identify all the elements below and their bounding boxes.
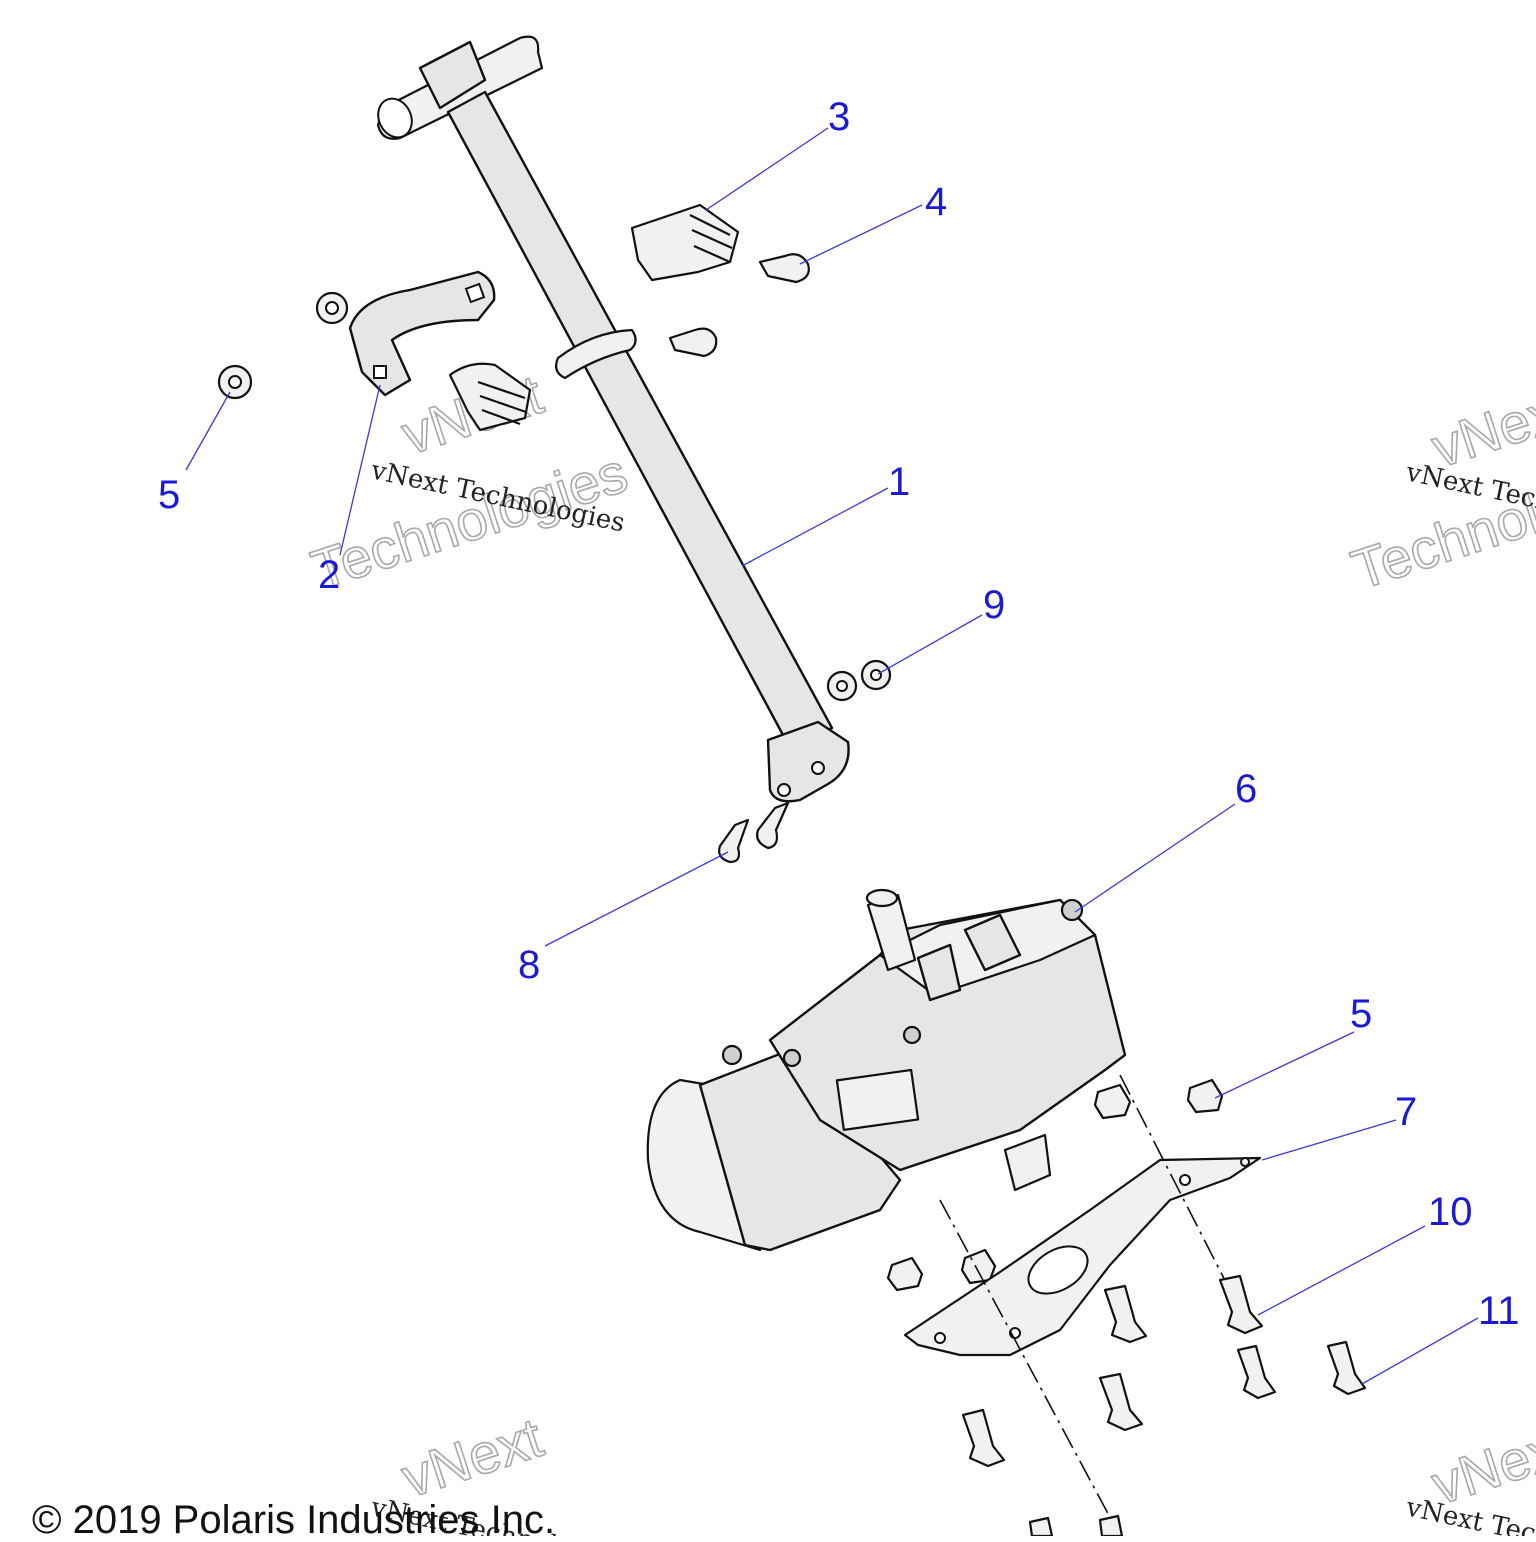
callout-11: 11	[1478, 1289, 1520, 1333]
flange-nut	[1093, 1083, 1132, 1120]
clamp-slot	[373, 365, 387, 379]
housing-bolt	[1060, 898, 1084, 922]
eps-output-shaft	[1003, 1133, 1052, 1192]
eps-connector	[916, 943, 962, 1002]
column-bottom-clamp	[766, 720, 850, 803]
watermark-outline-text: vNext	[394, 1405, 550, 1509]
centerline	[939, 1199, 1121, 1536]
leader-line-10	[1257, 1225, 1426, 1316]
callout-7: 7	[1395, 1090, 1417, 1134]
bolts-lower	[961, 1274, 1367, 1536]
leader-line-5b	[1214, 1031, 1355, 1099]
leader-line-7	[1261, 1119, 1397, 1161]
leader-line-1	[741, 487, 889, 567]
clamp-body	[348, 270, 496, 397]
centerline	[1119, 1074, 1236, 1301]
callout-3: 3	[828, 95, 850, 139]
callout-5-top: 5	[158, 473, 180, 517]
bolt	[1236, 1344, 1277, 1400]
steering-column	[376, 35, 850, 803]
housing-bolt	[782, 1048, 802, 1068]
bolts-upper	[718, 801, 790, 864]
copyright-notice: © 2019 Polaris Industries Inc.	[32, 1498, 556, 1542]
bolt	[1098, 1514, 1124, 1536]
leader-line-3	[705, 127, 829, 211]
flange-nut	[886, 1256, 924, 1292]
plate-hole	[1240, 1157, 1250, 1167]
pin-lower	[668, 327, 718, 358]
pin-upper	[758, 253, 810, 284]
bolt	[1028, 1516, 1054, 1536]
callout-numbers: 1 2 3 4 5 5 6 7 8 9 10 11	[158, 95, 1520, 1333]
callout-5-right: 5	[1350, 992, 1372, 1036]
clamp-slot	[464, 282, 486, 304]
bolt	[961, 1408, 1006, 1468]
pins	[668, 253, 810, 358]
bolt-10	[1218, 1274, 1264, 1335]
flange-nut	[1186, 1078, 1224, 1114]
cross-tube-end	[377, 97, 413, 139]
washer-hole	[870, 669, 882, 681]
callout-10: 10	[1428, 1190, 1473, 1234]
bolt	[718, 818, 750, 864]
bolt	[756, 801, 790, 850]
nut-hole	[228, 375, 242, 389]
plate-hole	[1179, 1174, 1191, 1186]
callout-1: 1	[888, 460, 910, 504]
clamp-hole	[811, 761, 825, 775]
leader-line-4	[799, 204, 923, 265]
plate-center-hole	[1027, 1245, 1089, 1295]
bearing-halves	[448, 203, 740, 432]
eps-connector	[963, 913, 1022, 972]
bearing-ribs	[689, 214, 733, 264]
leader-line-9	[877, 614, 983, 675]
washers	[826, 659, 892, 702]
leader-line-8	[544, 851, 729, 947]
bolt	[1103, 1284, 1148, 1344]
column-collar	[555, 328, 637, 380]
bolt-11	[1326, 1340, 1367, 1396]
eps-gearbox	[646, 888, 1127, 1252]
leader-line-11	[1361, 1317, 1479, 1385]
leader-line-2	[339, 384, 381, 556]
eps-label-plate	[835, 1068, 920, 1132]
bearing-ribs	[477, 380, 527, 426]
callout-2: 2	[318, 553, 340, 597]
callout-9: 9	[983, 583, 1005, 627]
housing-bolt	[902, 1025, 922, 1045]
column-yoke	[418, 40, 487, 110]
washer-hole	[836, 680, 848, 692]
bearing-half-lower	[448, 362, 532, 432]
clamp-hole	[777, 783, 791, 797]
leader-lines	[185, 127, 1479, 1385]
callout-8: 8	[518, 943, 540, 987]
callout-6: 6	[1235, 767, 1257, 811]
washer-hole	[325, 301, 339, 315]
nut-top-left	[217, 364, 253, 400]
housing-bolt	[721, 1044, 743, 1066]
bolt	[1098, 1372, 1144, 1432]
column-shaft	[446, 90, 834, 750]
mounting-plate	[903, 1156, 1262, 1357]
input-shaft-end	[865, 888, 899, 908]
plate-hole	[934, 1332, 946, 1344]
leader-line-5a	[185, 391, 231, 471]
bearing-clamp	[315, 270, 496, 397]
callout-4: 4	[925, 180, 947, 224]
leader-line-6	[1074, 803, 1236, 913]
assembly-centerlines	[939, 1074, 1236, 1536]
